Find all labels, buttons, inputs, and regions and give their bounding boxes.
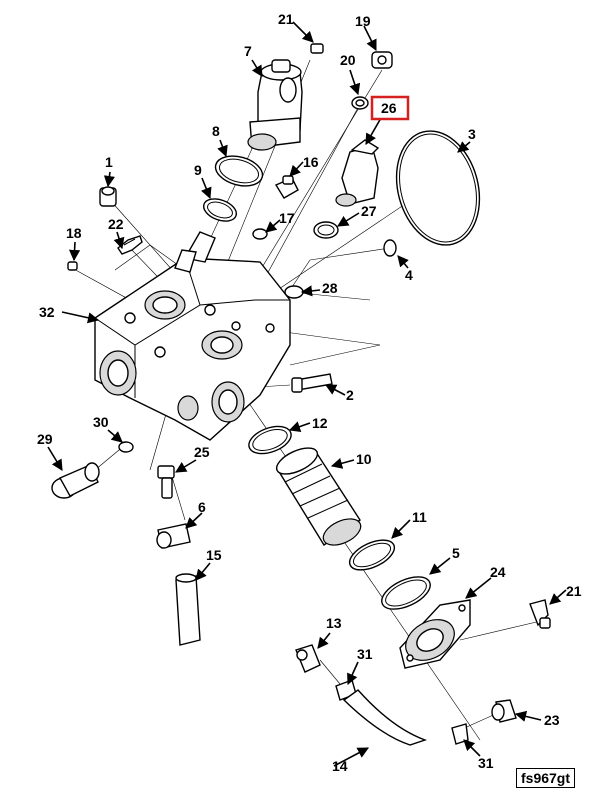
callout-13: 13 bbox=[326, 615, 342, 631]
callout-6: 6 bbox=[198, 499, 206, 515]
callout-3: 3 bbox=[468, 126, 476, 142]
callout-11: 11 bbox=[412, 509, 427, 525]
part-23-elbow bbox=[491, 699, 517, 723]
callout-24: 24 bbox=[490, 564, 506, 580]
part-10-cylinder bbox=[275, 447, 362, 546]
part-8-o-ring bbox=[214, 155, 264, 187]
part-29-fitting bbox=[51, 462, 100, 499]
part-6-banjo-fitting bbox=[156, 523, 191, 549]
part-27-o-ring bbox=[313, 221, 339, 239]
part-24-flange-cover bbox=[399, 599, 471, 669]
part-7-solenoid-valve bbox=[247, 59, 303, 151]
callout-5: 5 bbox=[452, 545, 460, 561]
part-26-sensor bbox=[335, 139, 380, 207]
part-21-screw-right bbox=[529, 599, 551, 629]
part-22-bleed-screw bbox=[117, 235, 143, 255]
part-2-bolt bbox=[291, 373, 333, 393]
callout-15: 15 bbox=[206, 547, 222, 563]
callout-25: 25 bbox=[194, 444, 210, 460]
callout-19: 19 bbox=[355, 13, 371, 29]
part-19-plug bbox=[371, 51, 393, 69]
part-15-pipe bbox=[175, 573, 201, 646]
part-16-fitting bbox=[274, 175, 299, 199]
part-4-washer bbox=[383, 239, 397, 257]
part-30-washer bbox=[118, 441, 134, 453]
callout-29: 29 bbox=[37, 431, 53, 447]
part-9-o-ring bbox=[202, 198, 238, 222]
part-28-o-ring bbox=[284, 285, 304, 299]
callout-4: 4 bbox=[405, 267, 413, 283]
callout-32: 32 bbox=[39, 304, 55, 320]
figure-id-label: fs967gt bbox=[516, 768, 576, 788]
part-18-plug bbox=[67, 261, 78, 271]
part-3-large-o-ring bbox=[395, 130, 481, 246]
callout-23: 23 bbox=[544, 712, 560, 728]
callout-30: 30 bbox=[93, 414, 109, 430]
callout-31-lower: 31 bbox=[478, 755, 494, 771]
callout-21-right: 21 bbox=[566, 583, 582, 599]
callout-14: 14 bbox=[332, 758, 348, 774]
callout-16: 16 bbox=[303, 154, 319, 170]
callout-9: 9 bbox=[194, 162, 202, 178]
callout-20: 20 bbox=[340, 52, 356, 68]
callout-10: 10 bbox=[356, 451, 372, 467]
part-11-o-ring bbox=[348, 539, 396, 571]
part-14-hose bbox=[342, 689, 428, 746]
part-25-hollow-bolt bbox=[157, 465, 175, 499]
part-20-washer bbox=[351, 96, 369, 110]
callout-26: 26 bbox=[381, 100, 397, 116]
part-1-fitting bbox=[99, 186, 117, 207]
callout-28: 28 bbox=[322, 280, 338, 296]
callout-27: 27 bbox=[361, 203, 377, 219]
callout-18: 18 bbox=[66, 225, 82, 241]
part-17-washer bbox=[252, 228, 268, 240]
callout-labels: 1 2 3 4 5 6 7 8 9 10 11 12 13 14 15 16 1… bbox=[37, 11, 582, 774]
part-5-o-ring bbox=[381, 576, 431, 610]
callout-2: 2 bbox=[346, 387, 354, 403]
callout-21-top: 21 bbox=[278, 11, 294, 27]
callout-22: 22 bbox=[108, 216, 124, 232]
part-13-connector bbox=[295, 644, 321, 673]
highlight-box-26 bbox=[370, 95, 410, 121]
pump-housing bbox=[94, 231, 291, 441]
callout-1: 1 bbox=[105, 154, 113, 170]
part-21-screw-top bbox=[310, 43, 324, 54]
callout-8: 8 bbox=[212, 123, 220, 139]
callout-17: 17 bbox=[279, 210, 295, 226]
callout-12: 12 bbox=[312, 415, 328, 431]
callout-arrows bbox=[47, 21, 567, 767]
callout-7: 7 bbox=[244, 43, 252, 59]
callout-31-upper: 31 bbox=[357, 646, 373, 662]
part-12-o-ring bbox=[248, 425, 292, 455]
